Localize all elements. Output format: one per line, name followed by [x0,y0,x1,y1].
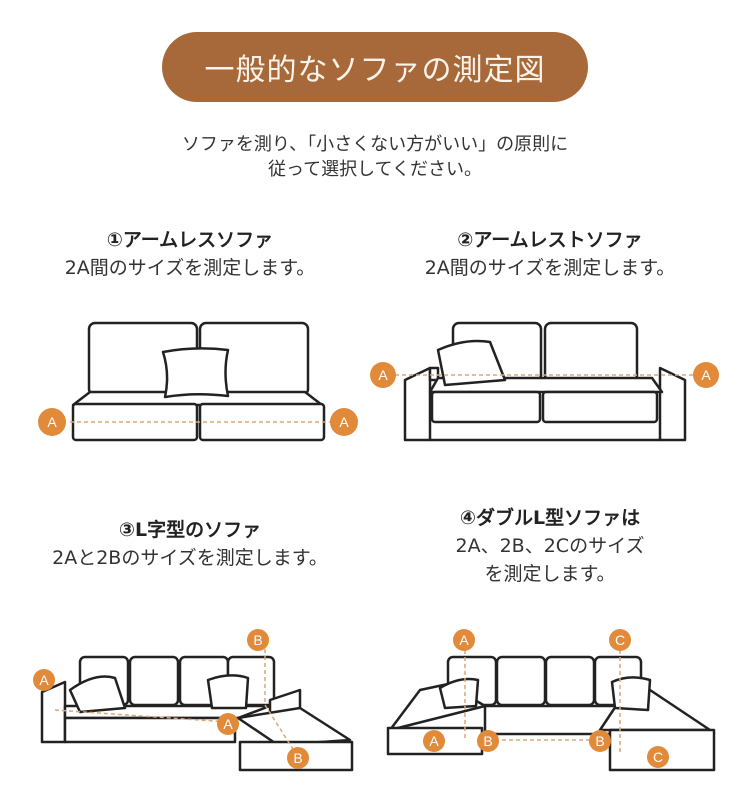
badge-label: A [47,414,57,430]
measure-badge: B [477,730,499,752]
sofa-shape [423,730,445,752]
sofa-shape [436,339,507,387]
badge-label: A [429,733,439,749]
sofa-shape [453,629,475,651]
measure-line [54,709,229,723]
badge-label: B [595,733,604,749]
measure-badge: B [247,629,269,651]
sofa-shape [40,680,67,744]
sofa-shape [543,321,639,383]
section-heading: ①アームレスソファ [106,229,274,251]
badge-a: A [38,408,66,436]
section-double-l: ④ダブルL型ソファは 2A、2B、2Cのサイズ を測定します。 [370,504,730,588]
measure-badge: A [453,629,475,651]
armless-sofa-illustration [70,321,330,442]
sofa-shape [128,655,180,707]
section-text: 2Aと2Bのサイズを測定します。 [52,547,328,569]
section-text: 2A、2B、2Cのサイズ [455,535,645,557]
sofa-shape [287,747,309,769]
sofa-shape [647,746,669,768]
sofa-shape [658,366,687,442]
measure-badge: A [693,362,719,388]
sofa-shape [370,362,396,388]
sofa-shape [330,408,358,436]
badge-label: B [253,632,262,648]
sofa-shape [63,716,237,744]
badge-label: B [293,750,302,766]
measure-line [264,704,299,758]
sofa-shape [477,730,499,752]
badge-label: A [701,367,711,383]
badge-label: A [223,716,233,732]
badge-label: C [615,632,625,648]
badge-label: A [378,367,388,383]
sofa-shape [247,629,269,651]
sofa-shape [495,655,547,707]
sofa-shape [609,629,631,651]
sofa-shape [428,366,440,382]
badge-label: A [459,632,469,648]
badge-label: A [339,414,349,430]
badge-label: A [39,672,49,688]
measure-badge: C [609,629,631,651]
intro-line-1: ソファを測り、「小さくない方がいい」の原則に [181,134,569,155]
title-banner: 一般的なソファの測定図 [162,32,588,102]
badge-label: C [653,749,663,765]
l-shape-sofa-illustration [40,642,354,772]
sofa-shape [589,730,611,752]
sofa-shape [217,713,239,735]
section-armless: ①アームレスソファ 2A間のサイズを測定します。 [10,226,370,282]
section-heading: ②アームレストソファ [457,229,643,251]
title: 一般的なソファの測定図 [204,53,546,88]
sofa-shape [610,676,652,712]
section-text: を測定します。 [484,563,616,585]
section-text: 2A間のサイズを測定します。 [424,257,676,279]
sofa-shape [236,706,352,747]
measure-badge: A [33,669,55,691]
measure-badge: B [287,747,309,769]
sofa-shape [541,390,659,424]
measure-badge: A [217,713,239,735]
badge-label: B [483,733,492,749]
measure-badge: C [647,746,669,768]
sofa-shape [438,677,480,710]
sofa-shape [693,362,719,388]
measure-badge: B [589,730,611,752]
sofa-shape [33,669,55,691]
sofa-shape [403,366,432,442]
measure-badge: A [423,730,445,752]
sofa-shape [430,390,542,424]
sofa-shape [38,408,66,436]
sofa-shape [206,674,250,710]
section-armrest: ②アームレストソファ 2A間のサイズを測定します。 [370,226,730,282]
sofa-shape [544,655,596,707]
section-text: 2A間のサイズを測定します。 [64,257,316,279]
intro-line-2: 従って選択してください。 [267,159,483,180]
measure-badge: A [370,362,396,388]
sofa-shape [68,675,127,714]
sofa-shape [161,347,230,399]
badge-a: A [330,408,358,436]
section-heading: ③L字型のソファ [118,519,262,541]
section-l-shape: ③L字型のソファ 2Aと2Bのサイズを測定します。 [10,516,370,572]
armrest-sofa-illustration [395,321,695,442]
section-heading: ④ダブルL型ソファは [459,507,641,529]
